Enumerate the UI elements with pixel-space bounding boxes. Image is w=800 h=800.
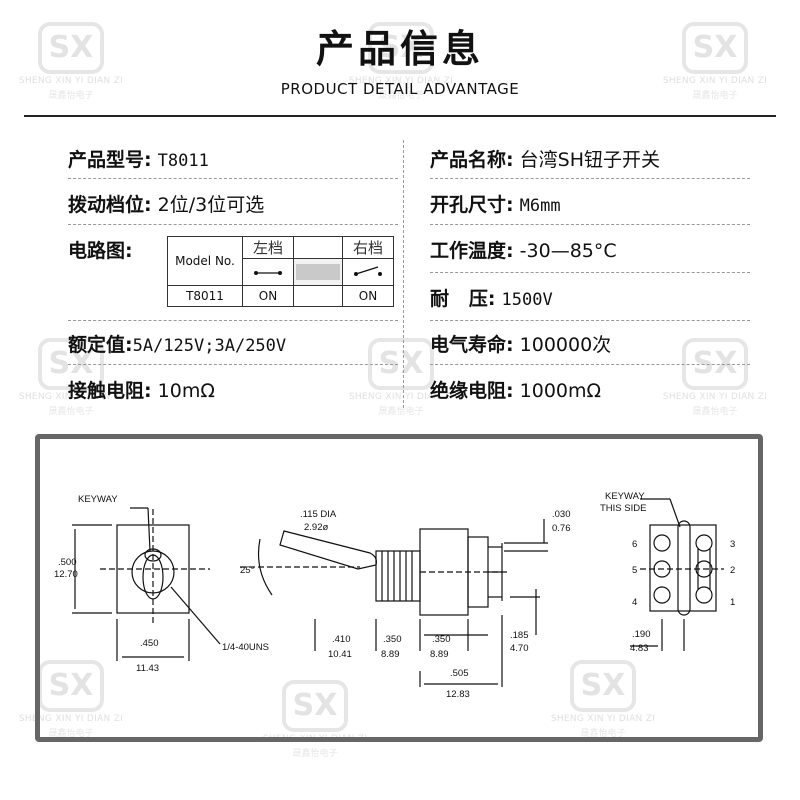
- row-divider: [68, 364, 398, 365]
- label-keyway-side-1: KEYWAY: [605, 491, 645, 502]
- column-divider: [403, 140, 404, 408]
- dim-185-mm: 4.70: [510, 643, 529, 654]
- pin-3: 3: [730, 539, 735, 550]
- dimension-drawing-svg: KEYWAY .500 12.70 .450 11.43 1/4-40UNS .…: [54, 491, 735, 700]
- page-subtitle: PRODUCT DETAIL ADVANTAGE: [280, 80, 520, 98]
- spec-insulation-resistance: 绝缘电阻: 1000mΩ: [430, 380, 602, 402]
- label-thread: 1/4-40UNS: [222, 642, 269, 653]
- dim-width-in: .450: [140, 638, 159, 649]
- circuit-left-value: ON: [242, 285, 294, 307]
- row-divider: [430, 272, 750, 273]
- spec-model: 产品型号: T8011: [68, 149, 209, 171]
- row-divider: [430, 320, 750, 321]
- dim-410-in: .410: [332, 634, 351, 645]
- row-divider: [430, 224, 750, 225]
- dim-width-mm: 11.43: [136, 663, 159, 674]
- dim-angle: 25°: [240, 565, 255, 576]
- row-divider: [68, 178, 398, 179]
- circuit-table: Model No. 左档 右档 T8011 ON ON: [167, 236, 394, 307]
- circuit-right-header: 右档: [342, 236, 394, 259]
- label-keyway: KEYWAY: [78, 494, 118, 505]
- dim-505-in: .505: [450, 668, 469, 679]
- spec-contact-resistance: 接触电阻: 10mΩ: [68, 380, 215, 402]
- spec-circuit: 电路图:: [68, 240, 133, 262]
- row-divider: [68, 320, 398, 321]
- switch-symbol-left: [242, 258, 294, 286]
- watermark-logo: SX: [38, 22, 104, 74]
- dim-030-in: .030: [552, 509, 571, 520]
- header-divider: [24, 115, 776, 117]
- circuit-right-value: ON: [342, 285, 394, 307]
- row-divider: [430, 178, 750, 179]
- circuit-model-header: Model No.: [167, 236, 243, 286]
- dim-350a-mm: 8.89: [381, 649, 400, 660]
- dim-350a-in: .350: [383, 634, 402, 645]
- label-keyway-side-2: THIS SIDE: [600, 503, 646, 514]
- spec-life: 电气寿命: 100000次: [430, 334, 612, 356]
- pin-4: 4: [632, 597, 637, 608]
- spec-name: 产品名称: 台湾SH钮子开关: [430, 149, 661, 171]
- pin-5: 5: [632, 565, 637, 576]
- pin-1: 1: [730, 597, 735, 608]
- spec-rating: 额定值:5A/125V;3A/250V: [68, 334, 287, 356]
- dim-height-in: .500: [58, 557, 77, 568]
- circuit-model-value: T8011: [167, 285, 243, 307]
- circuit-center-header: [293, 236, 343, 259]
- dim-190-mm: 4.83: [630, 643, 649, 654]
- circuit-left-header: 左档: [242, 236, 294, 259]
- dim-185-in: .185: [510, 630, 529, 641]
- pin-6: 6: [632, 539, 637, 550]
- switch-symbol-right: [342, 258, 394, 286]
- row-divider: [430, 364, 750, 365]
- dim-height-mm: 12.70: [54, 569, 78, 580]
- pin-2: 2: [730, 565, 735, 576]
- dim-190-in: .190: [632, 629, 651, 640]
- dimension-drawing: KEYWAY .500 12.70 .450 11.43 1/4-40UNS .…: [35, 434, 763, 742]
- dim-dia-mm: 2.92ø: [304, 522, 328, 533]
- dim-410-mm: 10.41: [328, 649, 352, 660]
- spec-temperature: 工作温度: -30—85°C: [430, 240, 617, 262]
- spec-hole: 开孔尺寸: M6mm: [430, 194, 561, 216]
- row-divider: [68, 224, 398, 225]
- dim-505-mm: 12.83: [446, 689, 470, 700]
- spec-position: 拨动档位: 2位/3位可选: [68, 194, 265, 216]
- dim-350b-in: .350: [432, 634, 451, 645]
- spec-voltage: 耐 压: 1500V: [430, 288, 553, 310]
- dim-350b-mm: 8.89: [430, 649, 449, 660]
- switch-symbol-center: [293, 258, 343, 286]
- dim-030-mm: 0.76: [552, 523, 571, 534]
- page-title: 产品信息: [315, 27, 484, 71]
- dim-dia-in: .115 DIA: [300, 509, 337, 520]
